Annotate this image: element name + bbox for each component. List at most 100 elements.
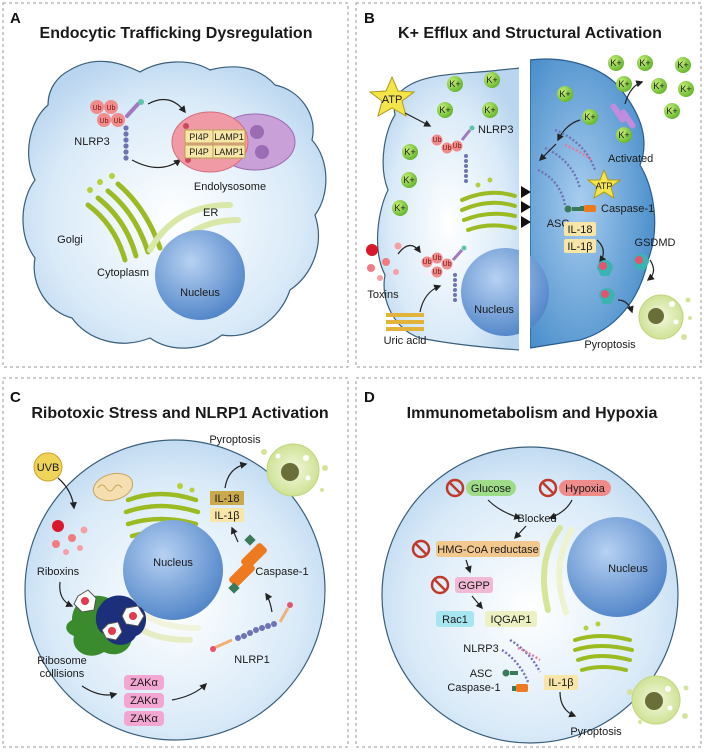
gsdmd-label: GSDMD xyxy=(635,237,676,249)
iqgap1-box xyxy=(485,611,537,627)
rac1-label: Rac1 xyxy=(442,614,468,626)
svg-text:K+: K+ xyxy=(486,75,497,85)
pyroptosis-label-d: Pyroptosis xyxy=(570,726,622,738)
svg-text:Ub: Ub xyxy=(423,259,432,266)
panel-c-letter: C xyxy=(10,389,21,406)
ribosome-collisions xyxy=(66,589,147,656)
pyroptosis-label-b: Pyroptosis xyxy=(584,339,636,351)
uric-acid-label: Uric acid xyxy=(384,335,427,347)
nucleus-label-b: Nucleus xyxy=(474,304,514,316)
arrow xyxy=(559,691,577,718)
panel-d: D Immunometabolism and Hypoxia Glucose H… xyxy=(355,377,702,748)
svg-text:K+: K+ xyxy=(639,58,650,68)
svg-text:K+: K+ xyxy=(680,84,691,94)
arrow xyxy=(171,682,208,701)
arrow xyxy=(646,259,655,281)
arrow xyxy=(81,685,118,699)
endolysosome-label: Endolysosome xyxy=(194,181,266,193)
mitochondrion xyxy=(92,472,134,502)
zak-box xyxy=(124,693,164,708)
svg-text:Ub: Ub xyxy=(433,269,442,276)
nlrp1-protein xyxy=(210,602,293,652)
il1b-label-b: IL-1β xyxy=(567,241,592,253)
nlrp3-label: NLRP3 xyxy=(74,136,109,148)
panel-a-letter: A xyxy=(10,10,21,27)
asc-d xyxy=(502,669,518,677)
svg-text:K+: K+ xyxy=(584,112,595,122)
endolysosome: PI4P LAMP1 PI4P LAMP1 xyxy=(171,111,296,173)
arrow xyxy=(538,143,557,162)
ub-bead xyxy=(111,113,125,127)
golgi-label: Golgi xyxy=(57,234,83,246)
zak-label: ZAKα xyxy=(130,695,158,707)
svg-text:Ub: Ub xyxy=(443,145,452,152)
svg-text:K+: K+ xyxy=(484,105,495,115)
il1b-box-c xyxy=(210,508,244,522)
panel-c-title: Ribotoxic Stress and NLRP1 Activation xyxy=(31,405,328,422)
er-d xyxy=(541,525,575,615)
glucose-inhibited xyxy=(445,478,516,498)
svg-text:Ub: Ub xyxy=(443,261,452,268)
panel-d-border xyxy=(355,377,702,748)
svg-text:K+: K+ xyxy=(439,105,450,115)
svg-text:K+: K+ xyxy=(653,81,664,91)
panel-b-title: K+ Efflux and Structural Activation xyxy=(398,25,662,42)
svg-text:K+: K+ xyxy=(403,175,414,185)
toxins-label: Toxins xyxy=(367,289,399,301)
panel-c: C Ribotoxic Stress and NLRP1 Activation … xyxy=(2,377,349,748)
ub-nlrp3-bottom: Ub Ub Ub Ub xyxy=(421,245,467,302)
pyroptosis-label-c: Pyroptosis xyxy=(209,434,261,446)
ggpp-label: GGPP xyxy=(458,580,490,592)
svg-text:K+: K+ xyxy=(677,60,688,70)
asc-label-b: ASC xyxy=(547,218,570,230)
ub-label: Ub xyxy=(114,118,123,125)
arrow xyxy=(617,299,634,314)
caspase1-label-b: Caspase-1 xyxy=(601,203,654,215)
nucleus-label-d: Nucleus xyxy=(608,563,648,575)
arrow xyxy=(224,461,248,489)
il1b-box xyxy=(564,239,596,253)
asc-caspase1 xyxy=(564,205,596,213)
svg-text:K+: K+ xyxy=(666,106,677,116)
golgi-d xyxy=(573,621,634,672)
arrow xyxy=(548,499,573,520)
arrow xyxy=(514,525,527,540)
svg-text:Ub: Ub xyxy=(433,255,442,262)
nucleus xyxy=(155,230,245,320)
atp-star-small xyxy=(586,168,622,200)
zak-label: ZAKα xyxy=(130,713,158,725)
arrow xyxy=(265,592,273,613)
golgi-b xyxy=(460,177,517,232)
pi4p-label: PI4P xyxy=(189,147,209,157)
ub-bead xyxy=(90,100,104,114)
arrowhead xyxy=(521,186,531,198)
arrowhead xyxy=(521,216,531,228)
atp-label-small: ATP xyxy=(596,181,613,191)
hmgcoa-label: HMG-CoA reductase xyxy=(437,544,538,556)
caspase1-label-d: Caspase-1 xyxy=(447,682,500,694)
ub-label: Ub xyxy=(93,105,102,112)
iqgap1-label: IQGAP1 xyxy=(491,614,532,626)
blocked-label: Blocked xyxy=(517,513,556,525)
il18-label-b: IL-18 xyxy=(567,224,592,236)
uvb-sun xyxy=(33,452,63,482)
riboxins-label: Riboxins xyxy=(37,566,80,578)
panel-b-border xyxy=(355,2,702,368)
ub-bead xyxy=(97,113,111,127)
nucleus-c xyxy=(123,520,223,620)
nucleus-b xyxy=(461,248,549,336)
nucleus-d xyxy=(567,517,667,617)
il1b-box-d xyxy=(544,675,578,690)
ribosome-label: Ribosome xyxy=(37,655,87,667)
arrow xyxy=(404,112,432,127)
lamp1-label: LAMP1 xyxy=(214,147,244,157)
zak-box xyxy=(124,711,164,726)
hypoxia-label: Hypoxia xyxy=(565,483,606,495)
panel-b: B K+ Efflux and Structural Activation AT… xyxy=(355,2,702,368)
svg-text:Ub: Ub xyxy=(433,137,442,144)
panel-d-letter: D xyxy=(364,389,375,406)
pyroptotic-cell xyxy=(638,294,692,340)
uric-acid xyxy=(386,313,424,331)
arrow xyxy=(230,526,239,543)
